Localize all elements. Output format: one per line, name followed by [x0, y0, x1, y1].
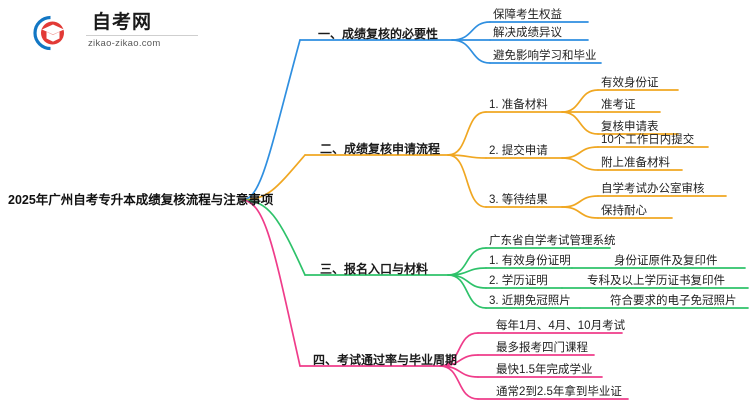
logo-name-cn: 自考网: [92, 12, 153, 33]
leaf-node[interactable]: 身份证原件及复印件: [614, 255, 718, 267]
leaf-node[interactable]: 附上准备材料: [601, 157, 670, 169]
sub-node[interactable]: 广东省自学考试管理系统: [489, 235, 616, 247]
sub-node[interactable]: 3. 近期免冠照片: [489, 295, 571, 307]
leaf-node[interactable]: 保障考生权益: [493, 9, 562, 21]
site-logo: 自考网 zikao-zikao.com: [30, 12, 200, 54]
leaf-node[interactable]: 复核申请表: [601, 121, 659, 133]
sub-node[interactable]: 2. 提交申请: [489, 145, 548, 157]
leaf-node[interactable]: 最快1.5年完成学业: [496, 364, 593, 376]
leaf-node[interactable]: 最多报考四门课程: [496, 342, 588, 354]
sub-node[interactable]: 2. 学历证明: [489, 275, 548, 287]
sub-node[interactable]: 3. 等待结果: [489, 194, 548, 206]
mindmap-root-node[interactable]: 2025年广州自考专升本成绩复核流程与注意事项: [8, 193, 274, 207]
logo-divider: [86, 35, 198, 36]
leaf-node[interactable]: 避免影响学习和毕业: [493, 50, 597, 62]
sub-node[interactable]: 1. 有效身份证明: [489, 255, 571, 267]
branch-node-2[interactable]: 二、成绩复核申请流程: [320, 142, 441, 156]
sub-node[interactable]: 1. 准备材料: [489, 99, 548, 111]
graduation-cap-icon: [33, 15, 64, 51]
leaf-node[interactable]: 自学考试办公室审核: [601, 183, 705, 195]
leaf-node[interactable]: 每年1月、4月、10月考试: [496, 320, 626, 332]
branch-node-1[interactable]: 一、成绩复核的必要性: [318, 27, 439, 41]
leaf-node[interactable]: 准考证: [601, 99, 636, 111]
leaf-node[interactable]: 符合要求的电子免冠照片: [610, 295, 737, 307]
leaf-node[interactable]: 通常2到2.5年拿到毕业证: [496, 386, 622, 398]
leaf-node[interactable]: 解决成绩异议: [493, 27, 562, 39]
leaf-node[interactable]: 专科及以上学历证书复印件: [587, 275, 725, 287]
leaf-node[interactable]: 10个工作日内提交: [601, 134, 695, 146]
leaf-node[interactable]: 保持耐心: [601, 205, 647, 217]
leaf-node[interactable]: 有效身份证: [601, 77, 659, 89]
branch-node-3[interactable]: 三、报名入口与材料: [320, 262, 429, 276]
logo-domain: zikao-zikao.com: [88, 38, 161, 49]
branch-node-4[interactable]: 四、考试通过率与毕业周期: [313, 353, 458, 367]
